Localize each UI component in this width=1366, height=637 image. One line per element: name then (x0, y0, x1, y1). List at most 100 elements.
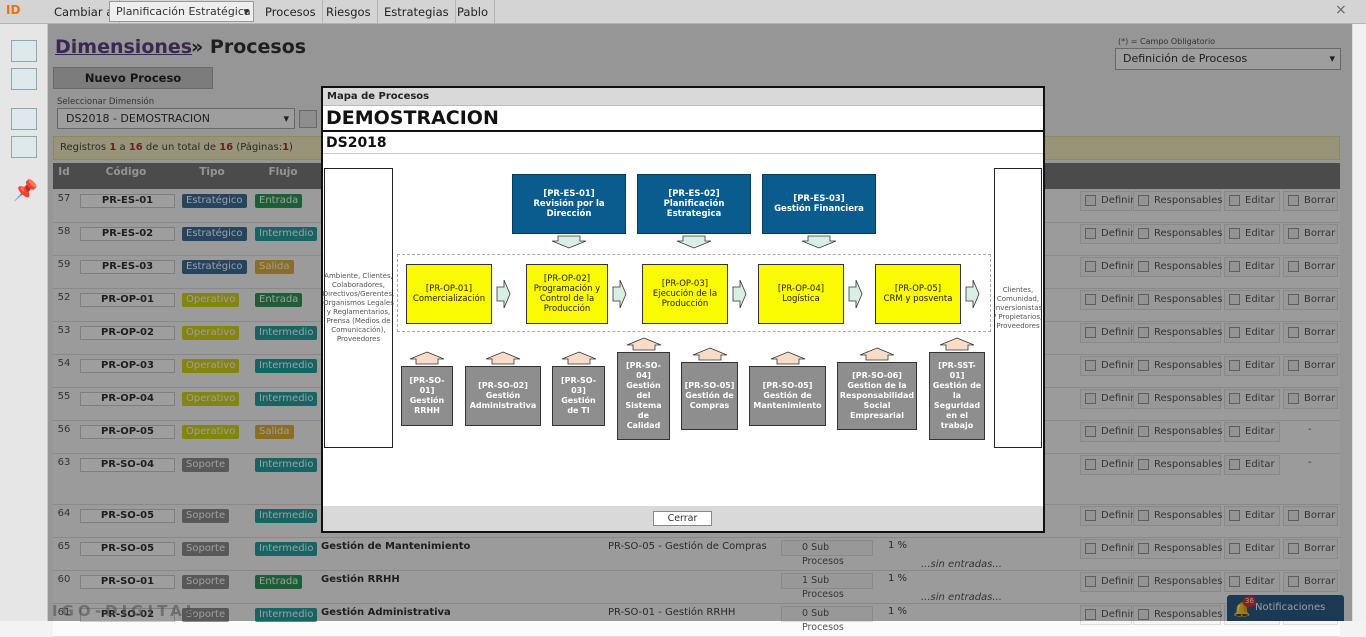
process-code: [PR-ES-03] (793, 194, 845, 204)
subprocess-button[interactable]: 1 Sub Procesos (781, 573, 873, 600)
responsables-button[interactable]: Responsables (1133, 356, 1223, 376)
define-button[interactable]: Definir (1080, 356, 1134, 376)
edit-button[interactable]: Editar (1224, 506, 1280, 526)
define-button[interactable]: Definir (1080, 257, 1134, 277)
support-process-box[interactable]: [PR-SO-05]Gestión de Mantenimiento (749, 366, 826, 426)
operative-process-box[interactable]: [PR-OP-01]Comercialización (406, 264, 492, 324)
subprocess-button[interactable]: 0 Sub Procesos (781, 606, 873, 633)
close-button[interactable]: Cerrar (653, 511, 712, 526)
operative-process-box[interactable]: [PR-OP-03]Ejecución de la Producción (642, 264, 728, 324)
responsables-button[interactable]: Responsables (1133, 224, 1223, 244)
grid-tool-icon[interactable] (11, 68, 37, 90)
define-button[interactable]: Definir (1080, 605, 1134, 625)
delete-button[interactable]: Borrar (1283, 356, 1338, 376)
responsables-button[interactable]: Responsables (1133, 506, 1223, 526)
edit-button[interactable]: Editar (1224, 455, 1280, 475)
define-button[interactable]: Definir (1080, 224, 1134, 244)
strategic-process-box[interactable]: [PR-ES-03]Gestión Financiera (762, 174, 876, 234)
app-logo[interactable]: ID (6, 3, 21, 17)
plan-select[interactable]: Planificación Estratégica▾ (109, 1, 254, 22)
dimension-label: Seleccionar Dimensión (57, 97, 155, 107)
delete-button[interactable]: Borrar (1283, 323, 1338, 343)
definition-select[interactable]: Definición de Procesos▾ (1115, 48, 1341, 70)
subprocess-count: 0 Sub Procesos (802, 608, 844, 633)
edit-button[interactable]: Editar (1224, 572, 1280, 592)
responsables-button[interactable]: Responsables (1133, 455, 1223, 475)
delete-button[interactable]: Borrar (1283, 389, 1338, 409)
pin-icon[interactable]: 📌 (13, 178, 38, 202)
support-process-box[interactable]: [PR-SO-06]Gestion de la Responsabilidad … (837, 362, 917, 430)
responsables-button[interactable]: Responsables (1133, 572, 1223, 592)
subprocess-button[interactable]: 0 Sub Procesos (781, 540, 873, 567)
support-process-box[interactable]: [PR-SO-05]Gestión de Compras (681, 362, 738, 430)
delete-button[interactable]: Borrar (1283, 572, 1338, 592)
define-button[interactable]: Definir (1080, 539, 1134, 559)
notifications-button[interactable]: 🔔 36 Notificaciones (1227, 595, 1344, 621)
operative-process-box[interactable]: [PR-OP-02]Programación y Control de la P… (526, 264, 608, 324)
new-process-button[interactable]: Nuevo Proceso (53, 67, 213, 89)
support-process-box[interactable]: [PR-SO-04]Gestión del Sistema de Calidad (617, 352, 670, 440)
list-tool-icon[interactable] (11, 108, 37, 130)
strategic-process-box[interactable]: [PR-ES-01]Revisión por la Dirección (512, 174, 626, 234)
responsables-button[interactable]: Responsables (1133, 323, 1223, 343)
col-flow-header[interactable]: Flujo (268, 166, 298, 178)
row-id: 55 (57, 391, 71, 402)
close-icon[interactable]: × (1335, 2, 1347, 18)
responsables-button[interactable]: Responsables (1133, 605, 1223, 625)
menu-riesgos[interactable]: Riesgos (320, 0, 378, 24)
menu-estrategias[interactable]: Estrategias (378, 0, 456, 24)
edit-button[interactable]: Editar (1224, 422, 1280, 442)
responsables-button[interactable]: Responsables (1133, 389, 1223, 409)
define-button[interactable]: Definir (1080, 455, 1134, 475)
define-button[interactable]: Definir (1080, 191, 1134, 211)
support-process-box[interactable]: [PR-SO-03]Gestión de TI (552, 366, 605, 426)
edit-button[interactable]: Editar (1224, 257, 1280, 277)
edit-button[interactable]: Editar (1224, 290, 1280, 310)
trash-icon (1288, 261, 1299, 272)
define-button[interactable]: Definir (1080, 389, 1134, 409)
page-scrollbar[interactable] (1352, 24, 1366, 621)
delete-button[interactable]: Borrar (1283, 506, 1338, 526)
action-label: Editar (1245, 393, 1275, 404)
dimension-select[interactable]: DS2018 - DEMOSTRACION▾ (57, 108, 295, 129)
support-process-box[interactable]: [PR-SST-01]Gestión de la Seguridad en el… (929, 352, 985, 440)
responsables-button[interactable]: Responsables (1133, 191, 1223, 211)
menu-pablo[interactable]: Pablo (451, 0, 495, 24)
row-entries: ...sin entradas... (921, 592, 1002, 603)
search-icon[interactable] (299, 110, 317, 128)
operative-process-box[interactable]: [PR-OP-04]Logística (758, 264, 844, 324)
delete-button[interactable]: Borrar (1283, 224, 1338, 244)
edit-button[interactable]: Editar (1224, 539, 1280, 559)
support-process-box[interactable]: [PR-SO-02]Gestión Administrativa (465, 366, 541, 426)
edit-button[interactable]: Editar (1224, 323, 1280, 343)
edit-button[interactable]: Editar (1224, 356, 1280, 376)
breadcrumb-dimensiones[interactable]: Dimensiones (55, 36, 193, 58)
col-code-header[interactable]: Código (105, 166, 147, 178)
support-process-box[interactable]: [PR-SO-01]Gestión RRHH (401, 366, 453, 426)
responsables-button[interactable]: Responsables (1133, 290, 1223, 310)
strategic-process-box[interactable]: [PR-ES-02]Planificación Estrategica (637, 174, 751, 234)
delete-button[interactable]: Borrar (1283, 257, 1338, 277)
type-badge: Estratégico (182, 194, 247, 208)
define-button[interactable]: Definir (1080, 290, 1134, 310)
col-id-header[interactable]: Id (58, 166, 70, 178)
define-button[interactable]: Definir (1080, 572, 1134, 592)
edit-button[interactable]: Editar (1224, 224, 1280, 244)
define-button[interactable]: Definir (1080, 422, 1134, 442)
edit-button[interactable]: Editar (1224, 191, 1280, 211)
define-button[interactable]: Definir (1080, 323, 1134, 343)
responsables-button[interactable]: Responsables (1133, 422, 1223, 442)
tree-tool-icon[interactable] (11, 136, 37, 158)
delete-button[interactable]: Borrar (1283, 191, 1338, 211)
delete-button[interactable]: Borrar (1283, 539, 1338, 559)
chart-tool-icon[interactable] (11, 40, 37, 62)
define-button[interactable]: Definir (1080, 506, 1134, 526)
menu-procesos[interactable]: Procesos (259, 0, 323, 24)
row-code-text: PR-OP-03 (101, 360, 154, 371)
responsables-button[interactable]: Responsables (1133, 257, 1223, 277)
edit-button[interactable]: Editar (1224, 389, 1280, 409)
operative-process-box[interactable]: [PR-OP-05]CRM y posventa (875, 264, 961, 324)
responsables-button[interactable]: Responsables (1133, 539, 1223, 559)
col-type-header[interactable]: Tipo (199, 166, 225, 178)
delete-button[interactable]: Borrar (1283, 290, 1338, 310)
